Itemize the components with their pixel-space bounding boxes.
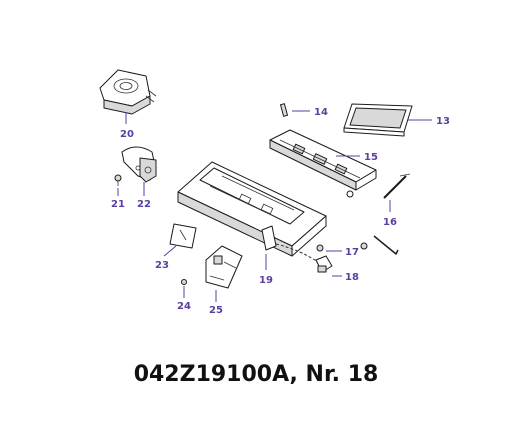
callout-15: 15 bbox=[364, 152, 378, 163]
callout-24: 24 bbox=[177, 301, 191, 312]
callout-13: 13 bbox=[436, 116, 450, 127]
part-17-screw bbox=[316, 235, 399, 255]
part-18-sensor-clip bbox=[275, 243, 342, 277]
part-21-screw bbox=[114, 174, 122, 196]
callout-23: 23 bbox=[155, 260, 169, 271]
part-number-caption: 042Z19100A, Nr. 18 bbox=[133, 362, 379, 387]
exploded-parts-diagram: 20 22 21 19 14 13 bbox=[99, 69, 450, 316]
part-20-control-unit bbox=[99, 69, 157, 124]
part-14-pin bbox=[280, 103, 310, 117]
part-16-rod bbox=[383, 173, 411, 212]
callout-16: 16 bbox=[383, 217, 397, 228]
callout-20: 20 bbox=[120, 129, 134, 140]
part-15-circuit-board bbox=[269, 129, 377, 198]
part-24-screw bbox=[181, 279, 187, 298]
callout-19: 19 bbox=[259, 275, 273, 286]
callout-22: 22 bbox=[137, 199, 151, 210]
part-23-label-card bbox=[163, 223, 197, 257]
callout-14: 14 bbox=[314, 107, 328, 118]
callout-18: 18 bbox=[345, 272, 359, 283]
callout-17: 17 bbox=[345, 247, 359, 258]
part-19-housing bbox=[177, 161, 327, 270]
part-13-display bbox=[343, 103, 432, 137]
callout-25: 25 bbox=[209, 305, 223, 316]
part-22-bracket bbox=[121, 146, 157, 196]
callout-21: 21 bbox=[111, 199, 125, 210]
part-25-mounting-plate bbox=[205, 245, 243, 302]
